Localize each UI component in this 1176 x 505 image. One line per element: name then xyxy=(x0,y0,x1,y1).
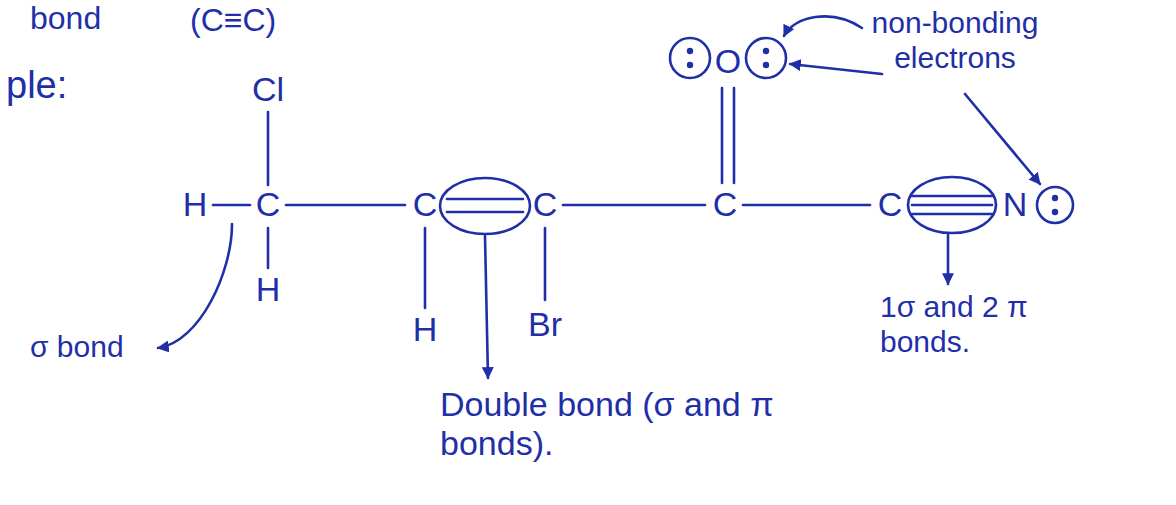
atom-symbol: C xyxy=(713,185,738,224)
annotation: 1σ and 2 π bonds. xyxy=(880,290,1030,359)
single-bond xyxy=(743,204,870,207)
pointer-arrow xyxy=(485,236,488,378)
atom-symbol: C xyxy=(878,185,903,224)
triple-bond xyxy=(912,213,992,216)
double-bond xyxy=(447,198,523,201)
heading-fragment: ple: xyxy=(6,64,67,108)
double-bond xyxy=(733,88,736,183)
bond-circle xyxy=(440,178,530,234)
electron-dot xyxy=(763,62,769,68)
heading-fragment: bond xyxy=(30,0,101,37)
atom-symbol: H xyxy=(183,185,208,224)
pointer-arrow xyxy=(965,94,1040,184)
electron-dot xyxy=(1052,209,1058,215)
atom-symbol: C xyxy=(413,185,438,224)
formula: (C≡C) xyxy=(190,2,276,39)
electron-dot xyxy=(687,62,693,68)
single-bond xyxy=(267,228,270,268)
single-bond xyxy=(267,112,270,185)
atom-symbol: O xyxy=(715,42,741,81)
atom-symbol: C xyxy=(533,185,558,224)
annotation: non-bonding electrons xyxy=(840,6,1070,75)
annotation: Double bond (σ and π bonds). xyxy=(440,385,790,463)
lone-pair-circle xyxy=(1037,187,1073,223)
triple-bond xyxy=(912,195,992,198)
lone-pair-circle xyxy=(670,38,710,78)
pointer-arrow xyxy=(784,16,862,36)
electron-dot xyxy=(763,48,769,54)
lone-pair-circle xyxy=(746,38,786,78)
single-bond xyxy=(424,228,427,308)
single-bond xyxy=(563,204,705,207)
annotation: σ bond xyxy=(30,330,124,365)
atom-symbol: H xyxy=(413,310,438,349)
atom-symbol: H xyxy=(256,270,281,309)
atom-symbol: Cl xyxy=(252,70,284,109)
atom-symbol: Br xyxy=(528,305,562,344)
atom-symbol: N xyxy=(1003,185,1028,224)
atom-symbol: C xyxy=(256,185,281,224)
single-bond xyxy=(544,228,547,300)
single-bond xyxy=(213,204,250,207)
bond-circle xyxy=(908,177,996,233)
electron-dot xyxy=(1052,195,1058,201)
pointer-arrow xyxy=(790,64,882,74)
single-bond xyxy=(286,204,405,207)
electron-dot xyxy=(687,48,693,54)
double-bond xyxy=(447,211,523,214)
double-bond xyxy=(721,88,724,183)
pointer-arrow xyxy=(947,235,950,284)
triple-bond xyxy=(912,204,992,207)
pointer-arrow xyxy=(158,224,232,348)
